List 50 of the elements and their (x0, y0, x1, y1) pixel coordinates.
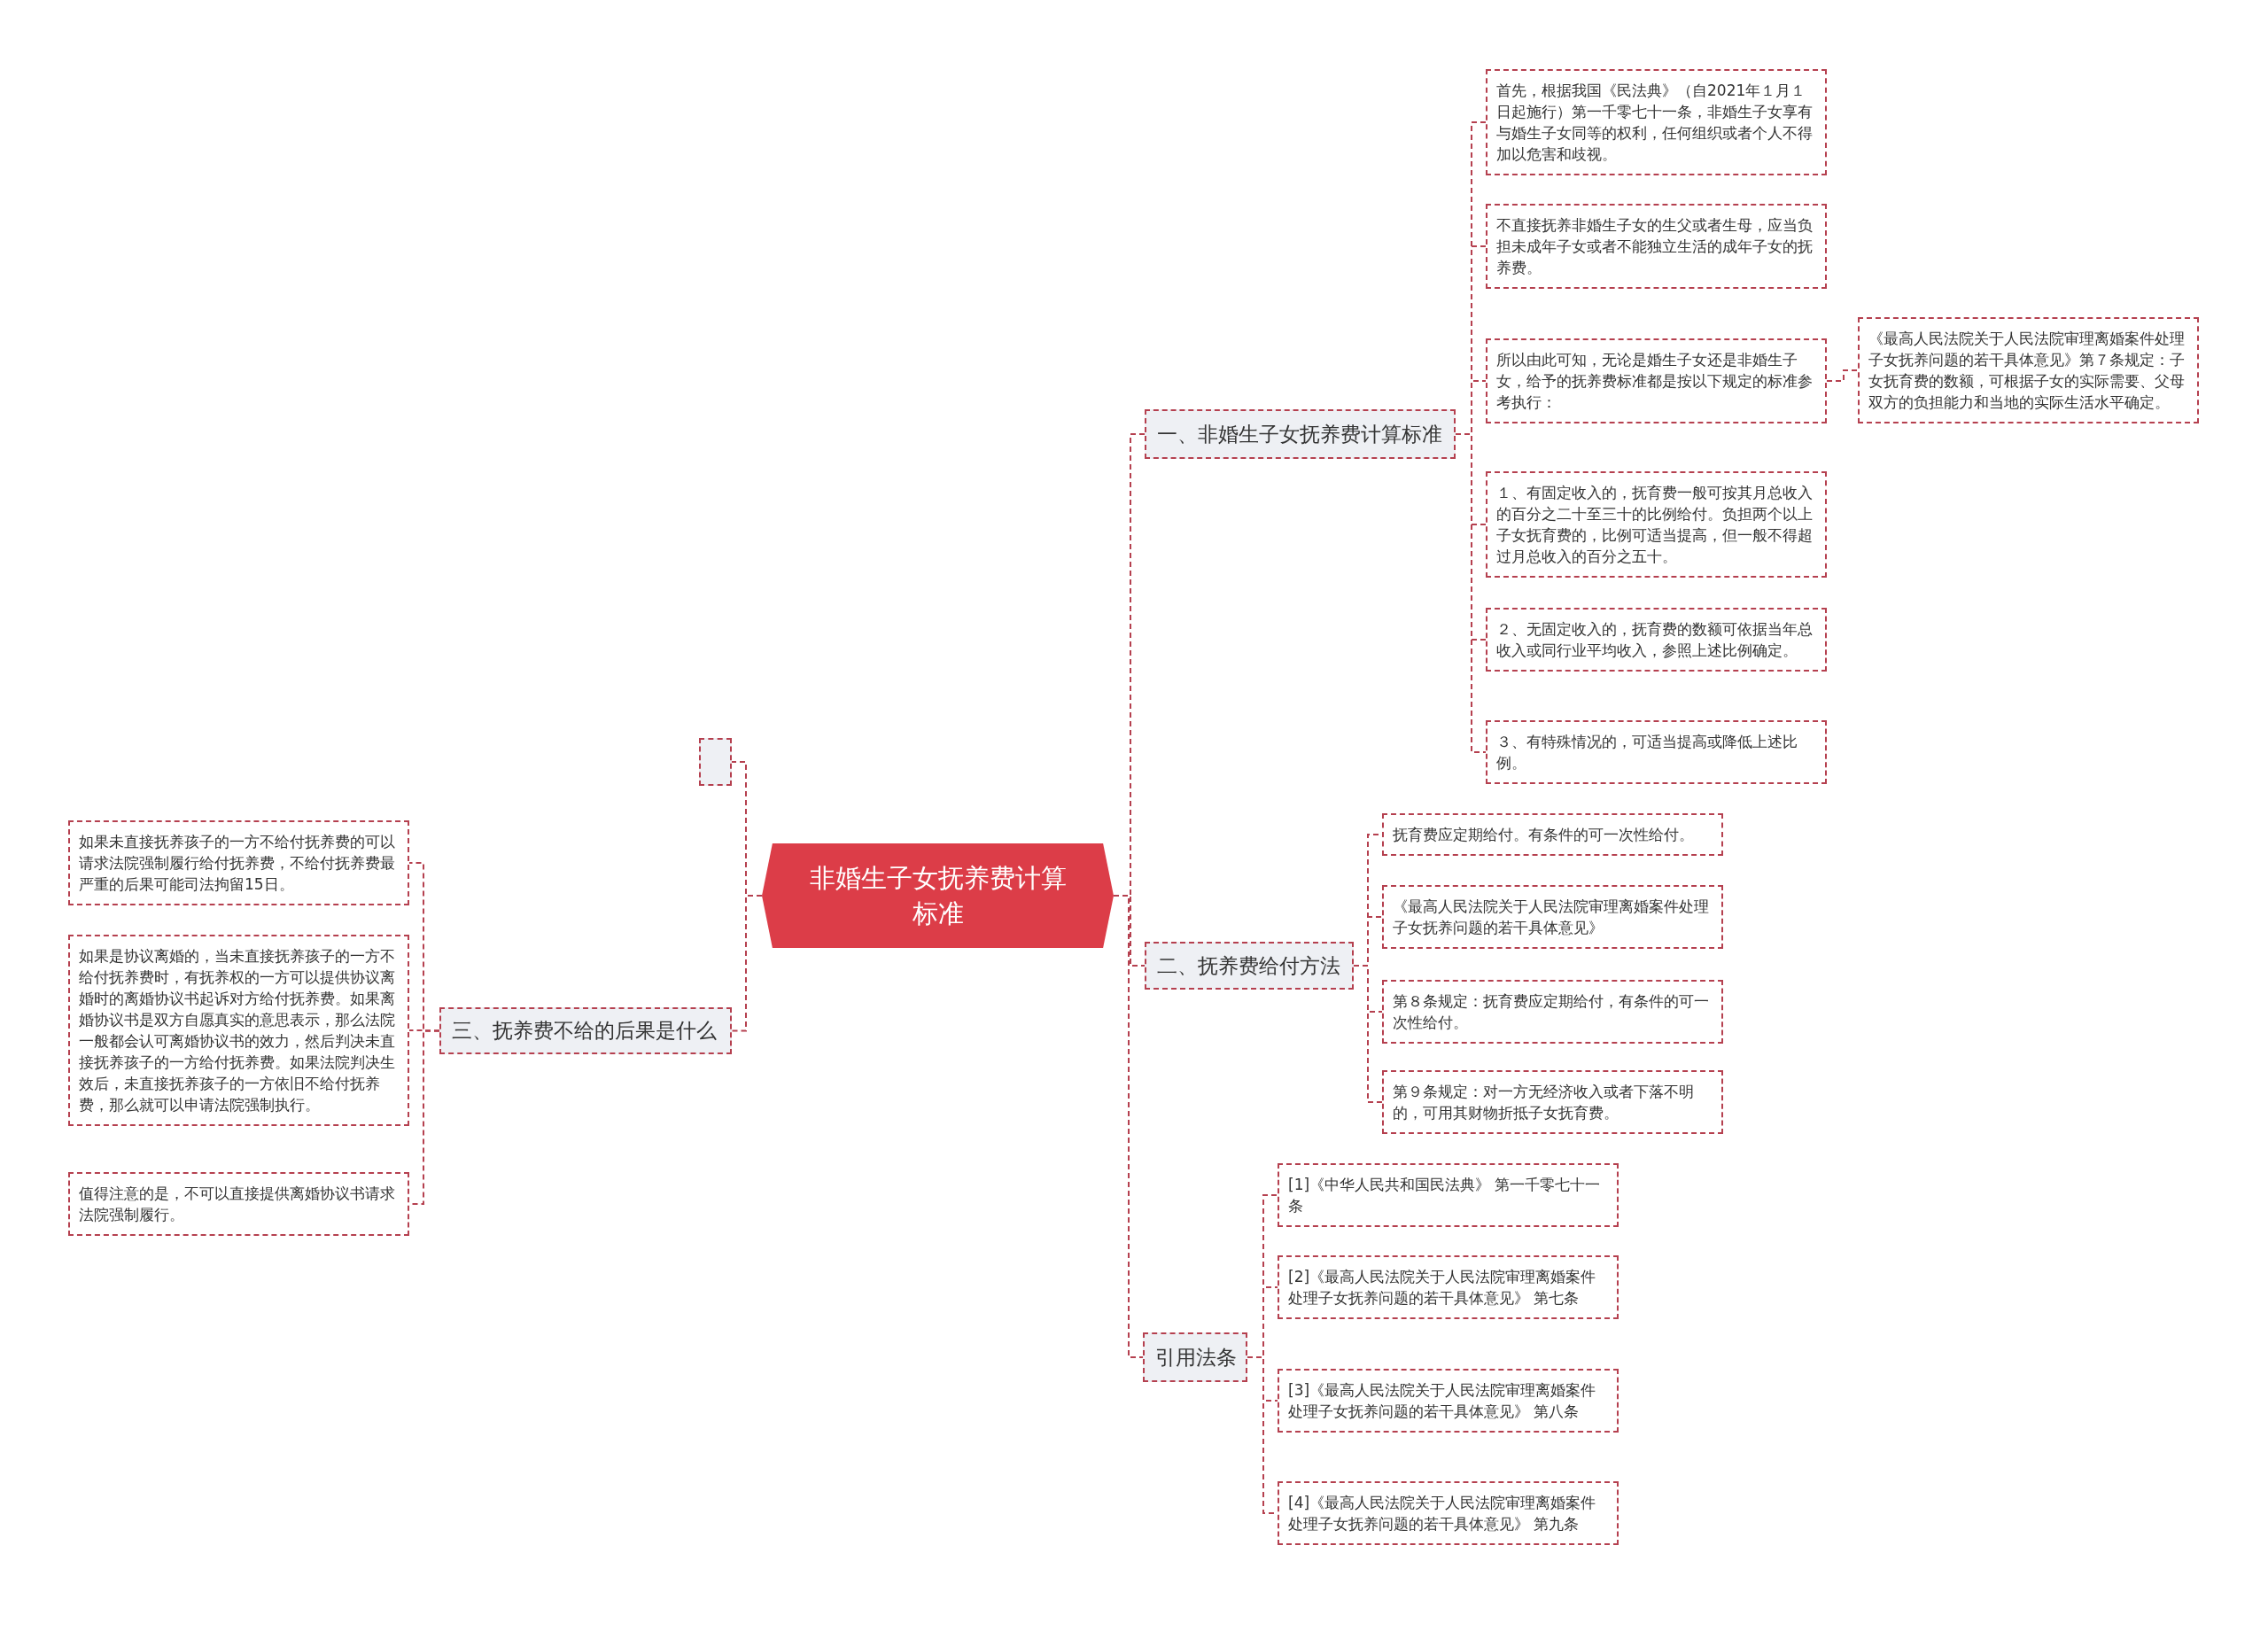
note-box (1278, 1481, 1619, 1545)
note-text: 三、抚养费不给的后果是什么 (452, 1018, 717, 1044)
note-box (1858, 317, 2199, 423)
connector-line (731, 895, 763, 1032)
note-text: 抚育费应定期给付。有条件的可一次性给付。 (1393, 826, 1694, 843)
topic-box (1143, 1332, 1247, 1382)
connector-line (1353, 965, 1383, 1103)
note-text: 一、非婚生子女抚养费计算标准 (1157, 421, 1442, 447)
note-text: 所以由此可知，无论是婚生子女还是非婚生子女，给予的抚养费标准都是按以下规定的标准参考执行： (1496, 351, 1813, 411)
note-text: 《最高人民法院关于人民法院审理离婚案件处理子女抚养问题的若干具体意见》 (1393, 897, 1709, 936)
note-text: ２、无固定收入的，抚育费的数额可依据当年总收入或同行业平均收入，参照上述比例确定。 (1496, 620, 1813, 659)
note-text: 第９条规定：对一方无经济收入或者下落不明的，可用其财物折抵子女抚育费。 (1393, 1083, 1694, 1122)
note-text: 不直接抚养非婚生子女的生父或者生母，应当负担未成年子女或者不能独立生活的成年子女的抚养费。 (1496, 216, 1813, 276)
topic-box (439, 1007, 732, 1054)
note-box (1486, 471, 1827, 578)
note-box (1382, 885, 1723, 949)
note-text: 首先，根据我国《民法典》（自2021年１月１日起施行）第一千零七十一条，非婚生子女享有与婚生子女同等的权利，任何组织或者个人不得加以危害和歧视。 (1496, 82, 1813, 163)
note-text: 第８条规定：抚育费应定期给付，有条件的可一次性给付。 (1393, 992, 1709, 1031)
connector-line (1826, 369, 1859, 382)
central-topic (762, 843, 1114, 948)
note-box (1382, 1070, 1723, 1134)
empty-topic-box (699, 738, 732, 786)
note-box (1486, 338, 1827, 423)
note-box (68, 1172, 409, 1236)
note-text: 如果未直接抚养孩子的一方不给付抚养费的可以请求法院强制履行给付抚养费，不给付抚养费最严重的后果可能司法拘留15日。 (79, 833, 395, 893)
note-text: 值得注意的是，不可以直接提供离婚协议书请求法院强制履行。 (79, 1184, 395, 1223)
note-text: [4]《最高人民法院关于人民法院审理离婚案件处理子女抚养问题的若干具体意见》 第九条 (1288, 1494, 1596, 1533)
note-box (1278, 1369, 1619, 1433)
note-box (68, 935, 409, 1126)
note-box (1382, 980, 1723, 1044)
topic-box (1145, 942, 1354, 990)
note-box (1382, 813, 1723, 856)
note-box (1278, 1163, 1619, 1227)
note-text: 《最高人民法院关于人民法院审理离婚案件处理子女抚养问题的若干具体意见》第７条规定：子女抚育费的数额，可根据子女的实际需要、父母双方的负担能力和当地的实际生活水平确定。 (1868, 330, 2185, 411)
note-text: 引用法条 (1155, 1344, 1237, 1371)
note-box (1486, 69, 1827, 175)
note-text: 如果是协议离婚的，当未直接抚养孩子的一方不给付抚养费时，有抚养权的一方可以提供协议离婚时的离婚协议书起诉对方给付抚养费。如果离婚协议书是双方自愿真实的意思表示，那么法院一般都会认可离婚协议书的效力，然后判决未直接抚养孩子的一方给付抚养费。如果法院判决生效后，未直接抚养孩子的一方依旧不给付抚养费，那么就可以申请法院强制执行。 (79, 947, 395, 1114)
note-text: ３、有特殊情况的，可适当提高或降低上述比例。 (1496, 733, 1798, 772)
note-text: [3]《最高人民法院关于人民法院审理离婚案件处理子女抚养问题的若干具体意见》 第八条 (1288, 1381, 1596, 1420)
note-text: [1]《中华人民共和国民法典》 第一千零七十一条 (1288, 1176, 1601, 1215)
note-box (1278, 1255, 1619, 1319)
topic-title: 非婚生子女抚养费计算标准 (808, 862, 1068, 930)
note-box (1486, 204, 1827, 289)
note-text: 二、抚养费给付方法 (1157, 952, 1340, 979)
note-box (68, 820, 409, 905)
topic-box (1145, 409, 1456, 459)
note-text: [2]《最高人民法院关于人民法院审理离婚案件处理子女抚养问题的若干具体意见》 第七条 (1288, 1268, 1596, 1307)
note-text: １、有固定收入的，抚育费一般可按其月总收入的百分之二十至三十的比例给付。负担两个以上子女抚育费的，比例可适当提高，但一般不得超过月总收入的百分之五十。 (1496, 484, 1813, 565)
note-box (1486, 608, 1827, 672)
note-box (1486, 720, 1827, 784)
